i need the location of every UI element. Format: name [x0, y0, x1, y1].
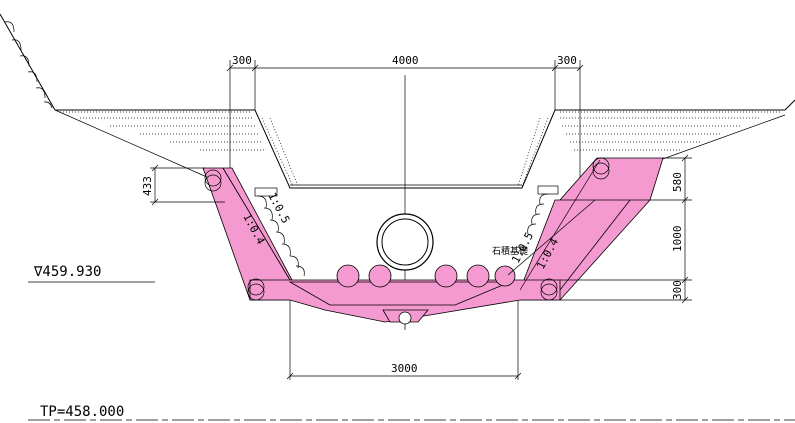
dim-580: 580 — [671, 172, 684, 192]
dim-left-300: 300 — [232, 54, 252, 67]
dim-right-300: 300 — [557, 54, 577, 67]
pink-base — [249, 279, 561, 323]
right-height-dimension — [560, 154, 692, 304]
edge-rings — [204, 157, 610, 301]
right-stone-masonry — [527, 185, 559, 235]
upper-excavation — [254, 109, 556, 189]
slope-left-inner: 1:0.5 — [265, 190, 292, 225]
ground-lines — [54, 99, 795, 186]
left-stone-masonry — [254, 187, 305, 277]
dim-3000: 3000 — [391, 362, 418, 375]
foundation-stones — [336, 264, 516, 325]
bottom-dimension — [286, 300, 522, 380]
top-dimension — [226, 64, 584, 72]
left-hillside — [0, 13, 56, 111]
left-pink-wall — [202, 167, 293, 301]
dim-300-right: 300 — [671, 280, 684, 300]
water-level-label: ∇459.930 — [33, 264, 101, 280]
right-internal-lines — [507, 159, 601, 291]
right-pink-wall — [519, 157, 664, 301]
dim-1000: 1000 — [671, 226, 684, 253]
center-pipe — [376, 213, 434, 271]
dim-top-4000: 4000 — [392, 54, 419, 67]
dim-433: 433 — [141, 176, 154, 196]
stone-masonry-label: 石積基礎 — [492, 245, 528, 257]
left-height-dimension — [150, 164, 225, 206]
tp-level-label: TP=458.000 — [40, 404, 124, 420]
